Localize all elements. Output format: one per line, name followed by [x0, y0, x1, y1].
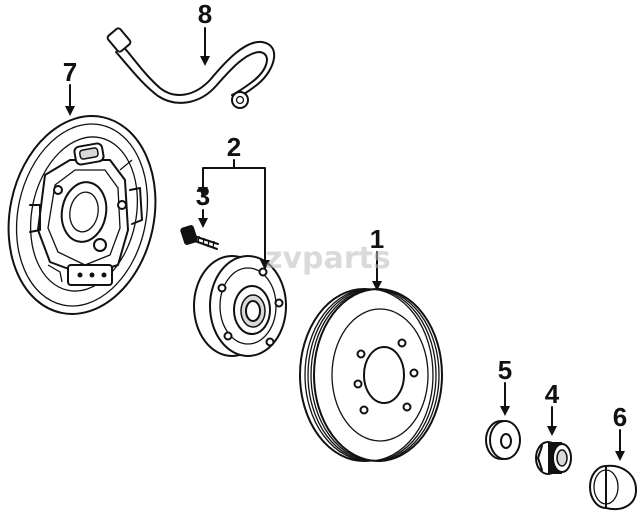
- callout-2: 2: [227, 132, 241, 162]
- brake-hose: [106, 27, 276, 109]
- arrow-1: [372, 281, 382, 291]
- grease-cap: [589, 464, 638, 510]
- callout-7: 7: [63, 57, 77, 87]
- arrow-8: [200, 56, 210, 66]
- callout-8: 8: [198, 0, 212, 29]
- arrow-3: [198, 218, 208, 228]
- arrow-2a: [198, 187, 208, 197]
- spindle-nut: [535, 441, 572, 475]
- wheel-stud: [180, 225, 219, 250]
- backing-plate: [7, 115, 157, 315]
- watermark-logo: zvparts: [265, 241, 391, 276]
- callout-6: 6: [613, 402, 627, 432]
- arrow-7: [65, 106, 75, 116]
- hub-bearing: [193, 255, 287, 357]
- callout-4: 4: [545, 379, 560, 409]
- brake-drum: [299, 288, 443, 462]
- arrow-2b: [260, 260, 270, 270]
- arrow-4: [547, 426, 557, 436]
- arrow-5: [500, 406, 510, 416]
- leader-bracket-2: [202, 167, 266, 265]
- washer: [485, 420, 521, 460]
- callout-1: 1: [370, 224, 384, 254]
- callout-5: 5: [498, 355, 512, 385]
- arrow-6: [615, 451, 625, 461]
